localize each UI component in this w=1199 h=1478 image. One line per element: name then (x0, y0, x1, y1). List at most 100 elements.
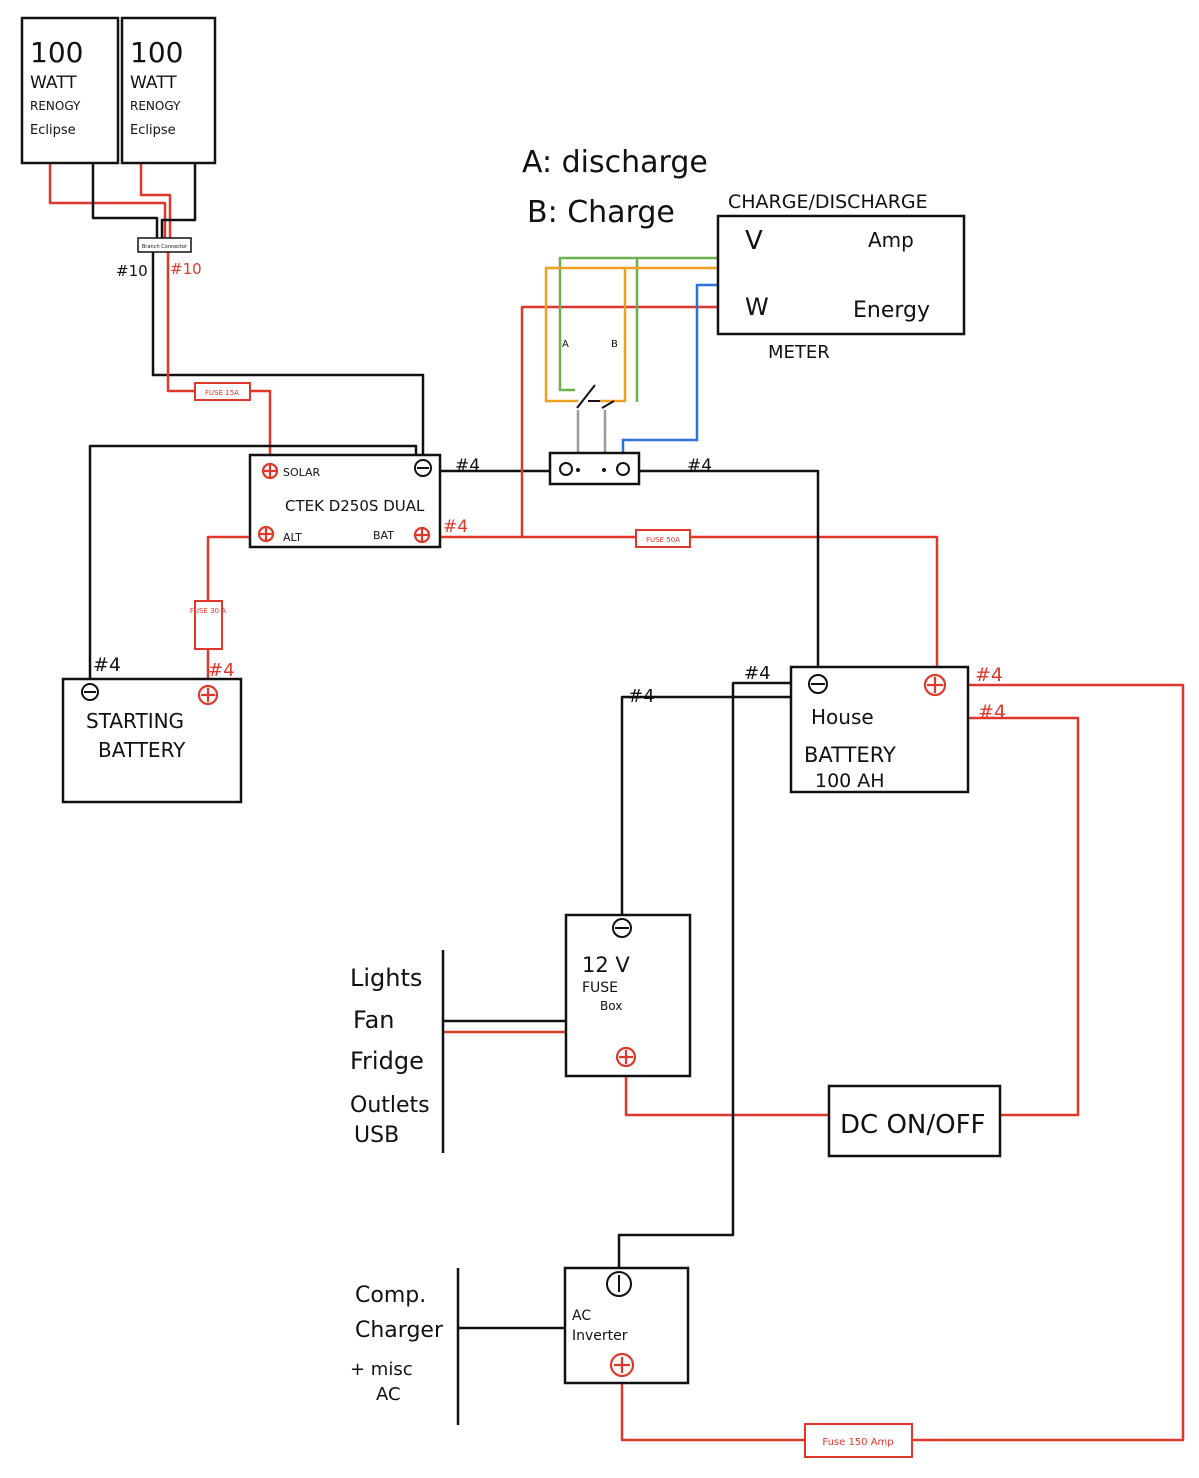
dc-switch-label: DC ON/OFF (840, 1110, 986, 1140)
ac-loads: Comp. Charger + misc AC (350, 1283, 444, 1405)
panel-2-unit: WATT (130, 73, 177, 93)
switch-label-b: B (611, 339, 618, 350)
wire-house-neg-inverter (617, 681, 808, 1275)
switch-label-a: A (562, 339, 569, 350)
dc-on-off-switch: DC ON/OFF (827, 1084, 1002, 1158)
starting-battery-line2: BATTERY (98, 738, 186, 762)
fuse-box-pos-terminal (615, 1046, 637, 1068)
fuse-box-line3: Box (600, 999, 622, 1013)
fuse-alt: FUSE 30 A (190, 600, 226, 650)
wire-pv-pos (166, 251, 272, 463)
wire-pv-neg (151, 251, 425, 462)
gauge-house-pos-2: #4 (978, 701, 1006, 723)
meter-title: CHARGE/DISCHARGE (728, 191, 928, 213)
meter-shunt (548, 451, 641, 486)
meter-w-label: W (745, 293, 769, 321)
panel-1-brand: RENOGY (30, 99, 81, 113)
ctek-charger: SOLAR CTEK D250S DUAL ALT BAT (248, 453, 442, 549)
gauge-house-pos-1: #4 (975, 664, 1003, 686)
ctek-bat-pos-terminal (413, 526, 431, 544)
ctek-bat-label: BAT (373, 529, 394, 542)
meter-caption: METER (768, 342, 830, 363)
fuse-inverter-label: Fuse 150 Amp (822, 1437, 893, 1448)
wire-house-neg-fusebox (620, 695, 808, 922)
dc-load-lights: Lights (350, 964, 422, 992)
solar-panel-1: 100 WATT RENOGY Eclipse (20, 16, 120, 165)
fuse-bat: FUSE 50A (635, 529, 691, 548)
inverter-neg-terminal (606, 1271, 632, 1297)
fuse-alt-label: FUSE 30 A (190, 607, 226, 615)
meter-energy-label: Energy (853, 298, 930, 323)
wire-meter-blue (621, 283, 720, 467)
ac-load-comp: Comp. (355, 1283, 426, 1308)
gauge-house-neg: #4 (744, 663, 771, 684)
ctek-solar-pos-terminal (261, 462, 279, 480)
ac-load-charger: Charger (355, 1318, 444, 1343)
gauge-pv-pos: #10 (170, 260, 202, 278)
dc-load-outlets: Outlets (350, 1093, 430, 1118)
ctek-alt-label: ALT (283, 531, 302, 544)
ctek-neg-terminal (414, 459, 432, 477)
fuse-inverter: Fuse 150 Amp (804, 1423, 913, 1458)
fuse-solar: FUSE 15A (194, 382, 251, 401)
fuse-box-neg-terminal (612, 918, 632, 938)
panel-1-wattage: 100 (30, 36, 83, 69)
solar-panel-2: 100 WATT RENOGY Eclipse (120, 16, 217, 165)
charge-discharge-meter: CHARGE/DISCHARGE V Amp W Energy METER (716, 191, 966, 363)
fuse-solar-label: FUSE 15A (205, 389, 239, 397)
house-battery-line3: 100 AH (815, 770, 885, 792)
wire-meter-orange (544, 266, 728, 403)
fuse-box-line2: FUSE (582, 980, 618, 996)
starting-battery-neg-terminal (81, 683, 99, 701)
house-battery-line1: House (811, 705, 874, 729)
wire-panel2-pos (139, 163, 172, 240)
wire-panel1-pos (48, 163, 167, 240)
fuse-box-12v: 12 V FUSE Box (564, 913, 692, 1078)
starting-battery: STARTING BATTERY (61, 677, 243, 804)
fuse-box-line1: 12 V (582, 953, 630, 977)
wire-inverter-pos (620, 1365, 808, 1442)
branch-connector: Branch Connector (137, 237, 192, 253)
ac-inverter: AC Inverter (563, 1266, 690, 1385)
gauge-ctek-neg: #4 (455, 456, 480, 476)
house-battery: House BATTERY 100 AH (789, 665, 970, 794)
wire-panel2-neg (160, 163, 197, 240)
wire-meter-orange-b (600, 268, 627, 403)
wire-ctek-bat (431, 535, 939, 683)
gauge-ctek-bat: #4 (443, 517, 468, 537)
gauge-fusebox-neg: #4 (628, 686, 655, 707)
wire-meter-w (520, 305, 720, 537)
meter-amp-label: Amp (868, 228, 914, 252)
ctek-alt-pos-terminal (257, 525, 275, 543)
wire-house-pos-inverter (912, 683, 1185, 1442)
panel-2-brand: RENOGY (130, 99, 181, 113)
house-battery-line2: BATTERY (804, 743, 896, 767)
ctek-title: CTEK D250S DUAL (285, 497, 425, 515)
panel-1-model: Eclipse (30, 123, 76, 138)
wire-shunt-house-neg (630, 469, 820, 679)
starting-battery-pos-terminal (197, 684, 219, 706)
house-battery-pos-terminal (923, 673, 947, 697)
gauge-shunt-out: #4 (687, 456, 712, 476)
gauge-start-pos: #4 (208, 660, 235, 681)
panel-2-wattage: 100 (130, 36, 183, 69)
panel-1-unit: WATT (30, 73, 77, 93)
dc-loads: Lights Fan Fridge Outlets USB (350, 964, 430, 1148)
inverter-pos-terminal (609, 1352, 635, 1378)
starting-battery-line1: STARTING (86, 709, 184, 733)
wire-meter-green (558, 256, 728, 392)
dc-load-fan: Fan (353, 1006, 395, 1034)
gauge-pv-neg: #10 (116, 262, 148, 280)
legend-a: A: discharge (522, 145, 708, 180)
dc-load-fridge: Fridge (350, 1047, 424, 1075)
branch-connector-label: Branch Connector (142, 244, 188, 250)
fuse-bat-label: FUSE 50A (646, 536, 680, 544)
gauge-start-neg: #4 (93, 654, 121, 676)
meter-v-label: V (745, 226, 763, 256)
legend-b: B: Charge (527, 195, 675, 230)
ac-load-misc: + misc (350, 1359, 413, 1380)
ab-switch (576, 384, 615, 409)
dc-load-usb: USB (354, 1123, 399, 1148)
inverter-line1: AC (572, 1308, 591, 1324)
